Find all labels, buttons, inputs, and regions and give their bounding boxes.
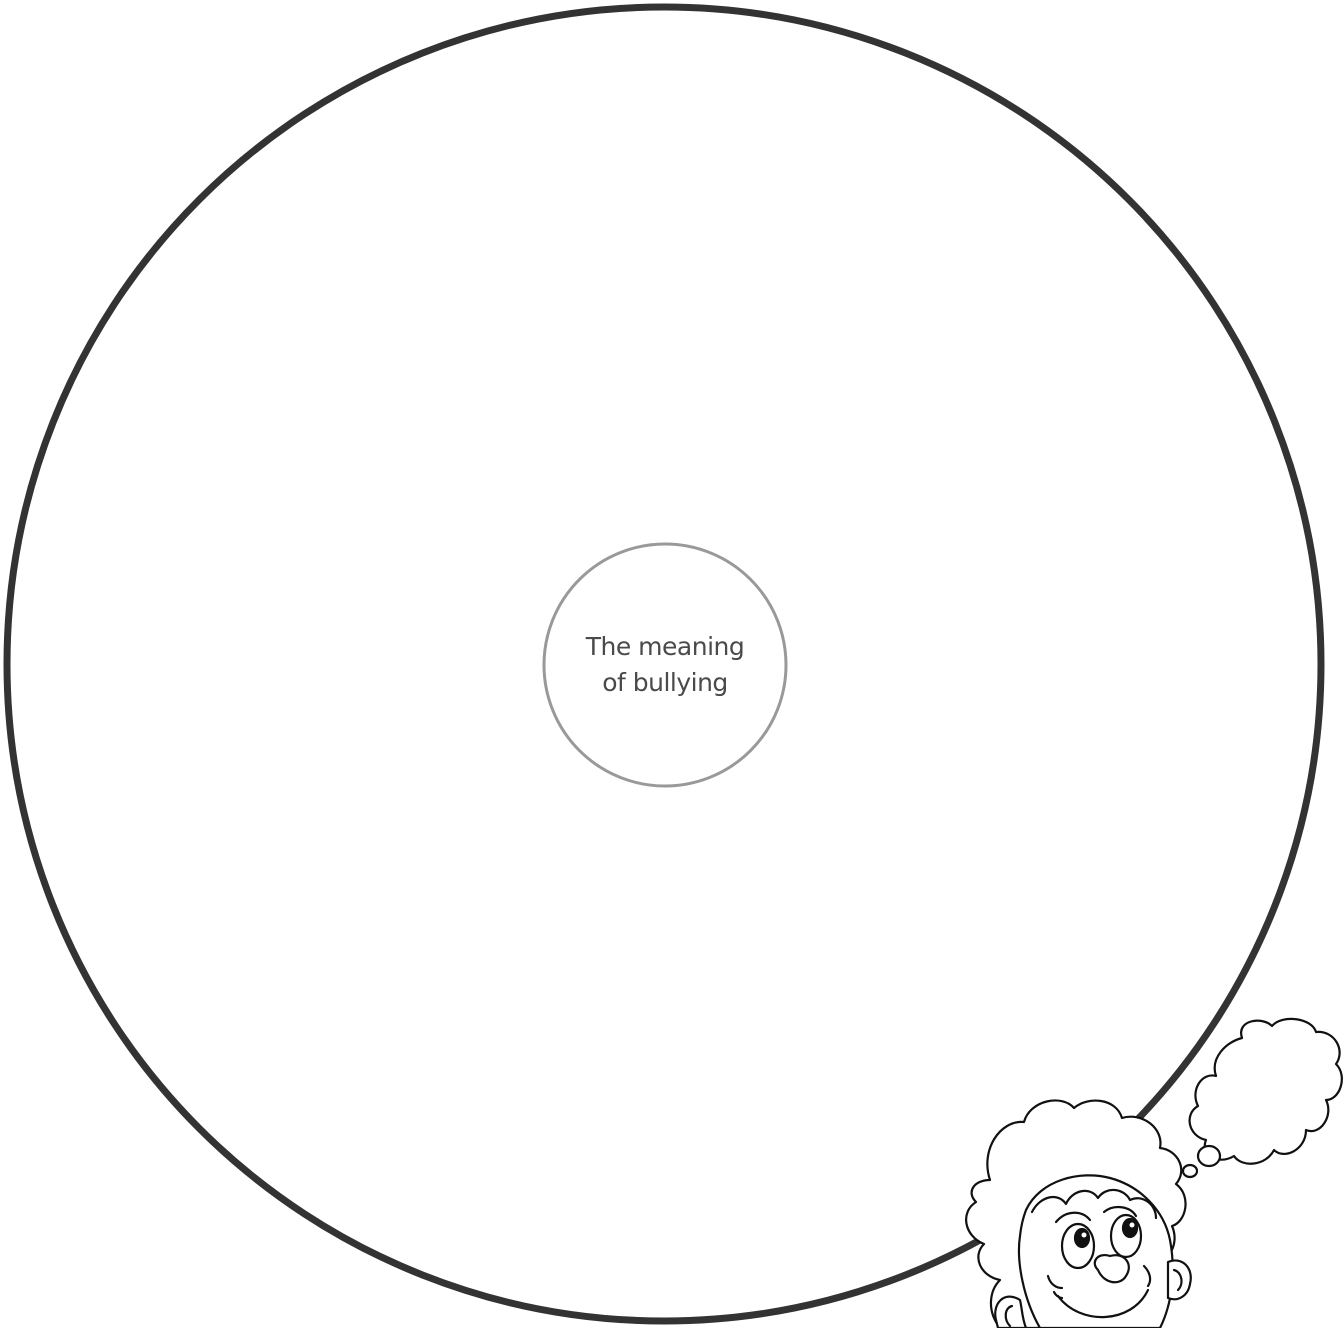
thought-bubble-small xyxy=(1183,1165,1197,1177)
center-topic-line-2: of bullying xyxy=(602,665,728,701)
right-ear xyxy=(1168,1260,1191,1299)
center-topic-line-1: The meaning xyxy=(586,629,745,665)
right-pupil xyxy=(1123,1219,1137,1237)
left-ear xyxy=(995,1297,1026,1328)
left-pupil xyxy=(1075,1229,1089,1247)
center-topic-label: The meaning of bullying xyxy=(545,545,785,785)
thinking-child-illustration xyxy=(966,1019,1342,1328)
left-eye-glint xyxy=(1082,1233,1087,1238)
right-eye-glint xyxy=(1130,1223,1135,1228)
thought-bubble-medium xyxy=(1198,1146,1220,1166)
thought-cloud xyxy=(1190,1019,1342,1164)
